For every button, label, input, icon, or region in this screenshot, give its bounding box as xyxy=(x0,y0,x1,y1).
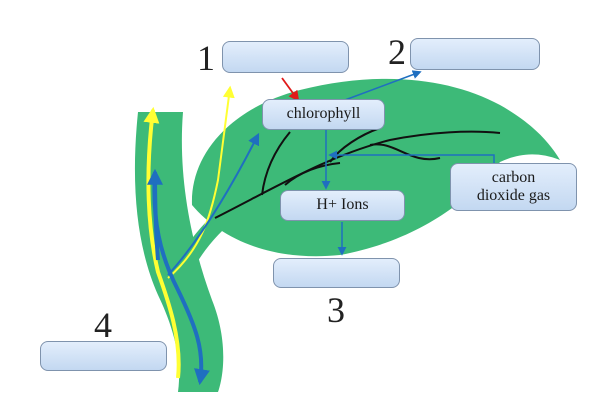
vein-right xyxy=(369,143,441,161)
red-arrow xyxy=(281,77,300,102)
number-1: 1 xyxy=(197,38,215,78)
yellow-flow-leaf xyxy=(167,85,235,279)
chlorophyll-label: chlorophyll xyxy=(262,99,385,130)
arrow-to-box-2 xyxy=(344,70,422,101)
answer-box-4[interactable] xyxy=(40,341,167,371)
midrib xyxy=(214,130,501,219)
blue-flow-stem-up xyxy=(147,168,164,261)
carbon-dioxide-label: carbon dioxide gas xyxy=(450,163,577,211)
number-2: 2 xyxy=(388,32,406,72)
number-4: 4 xyxy=(94,305,112,345)
h-ions-label: H+ Ions xyxy=(280,190,405,221)
vein-upper-left xyxy=(261,131,291,196)
blue-flow-to-chlorophyll xyxy=(167,132,260,276)
answer-box-1[interactable] xyxy=(222,41,349,73)
yellow-flow-stem xyxy=(143,106,181,379)
number-3: 3 xyxy=(327,290,345,330)
answer-box-2[interactable] xyxy=(410,38,540,70)
vein-lower-mid xyxy=(284,162,341,186)
answer-box-3[interactable] xyxy=(273,258,400,288)
petiole xyxy=(175,205,240,275)
